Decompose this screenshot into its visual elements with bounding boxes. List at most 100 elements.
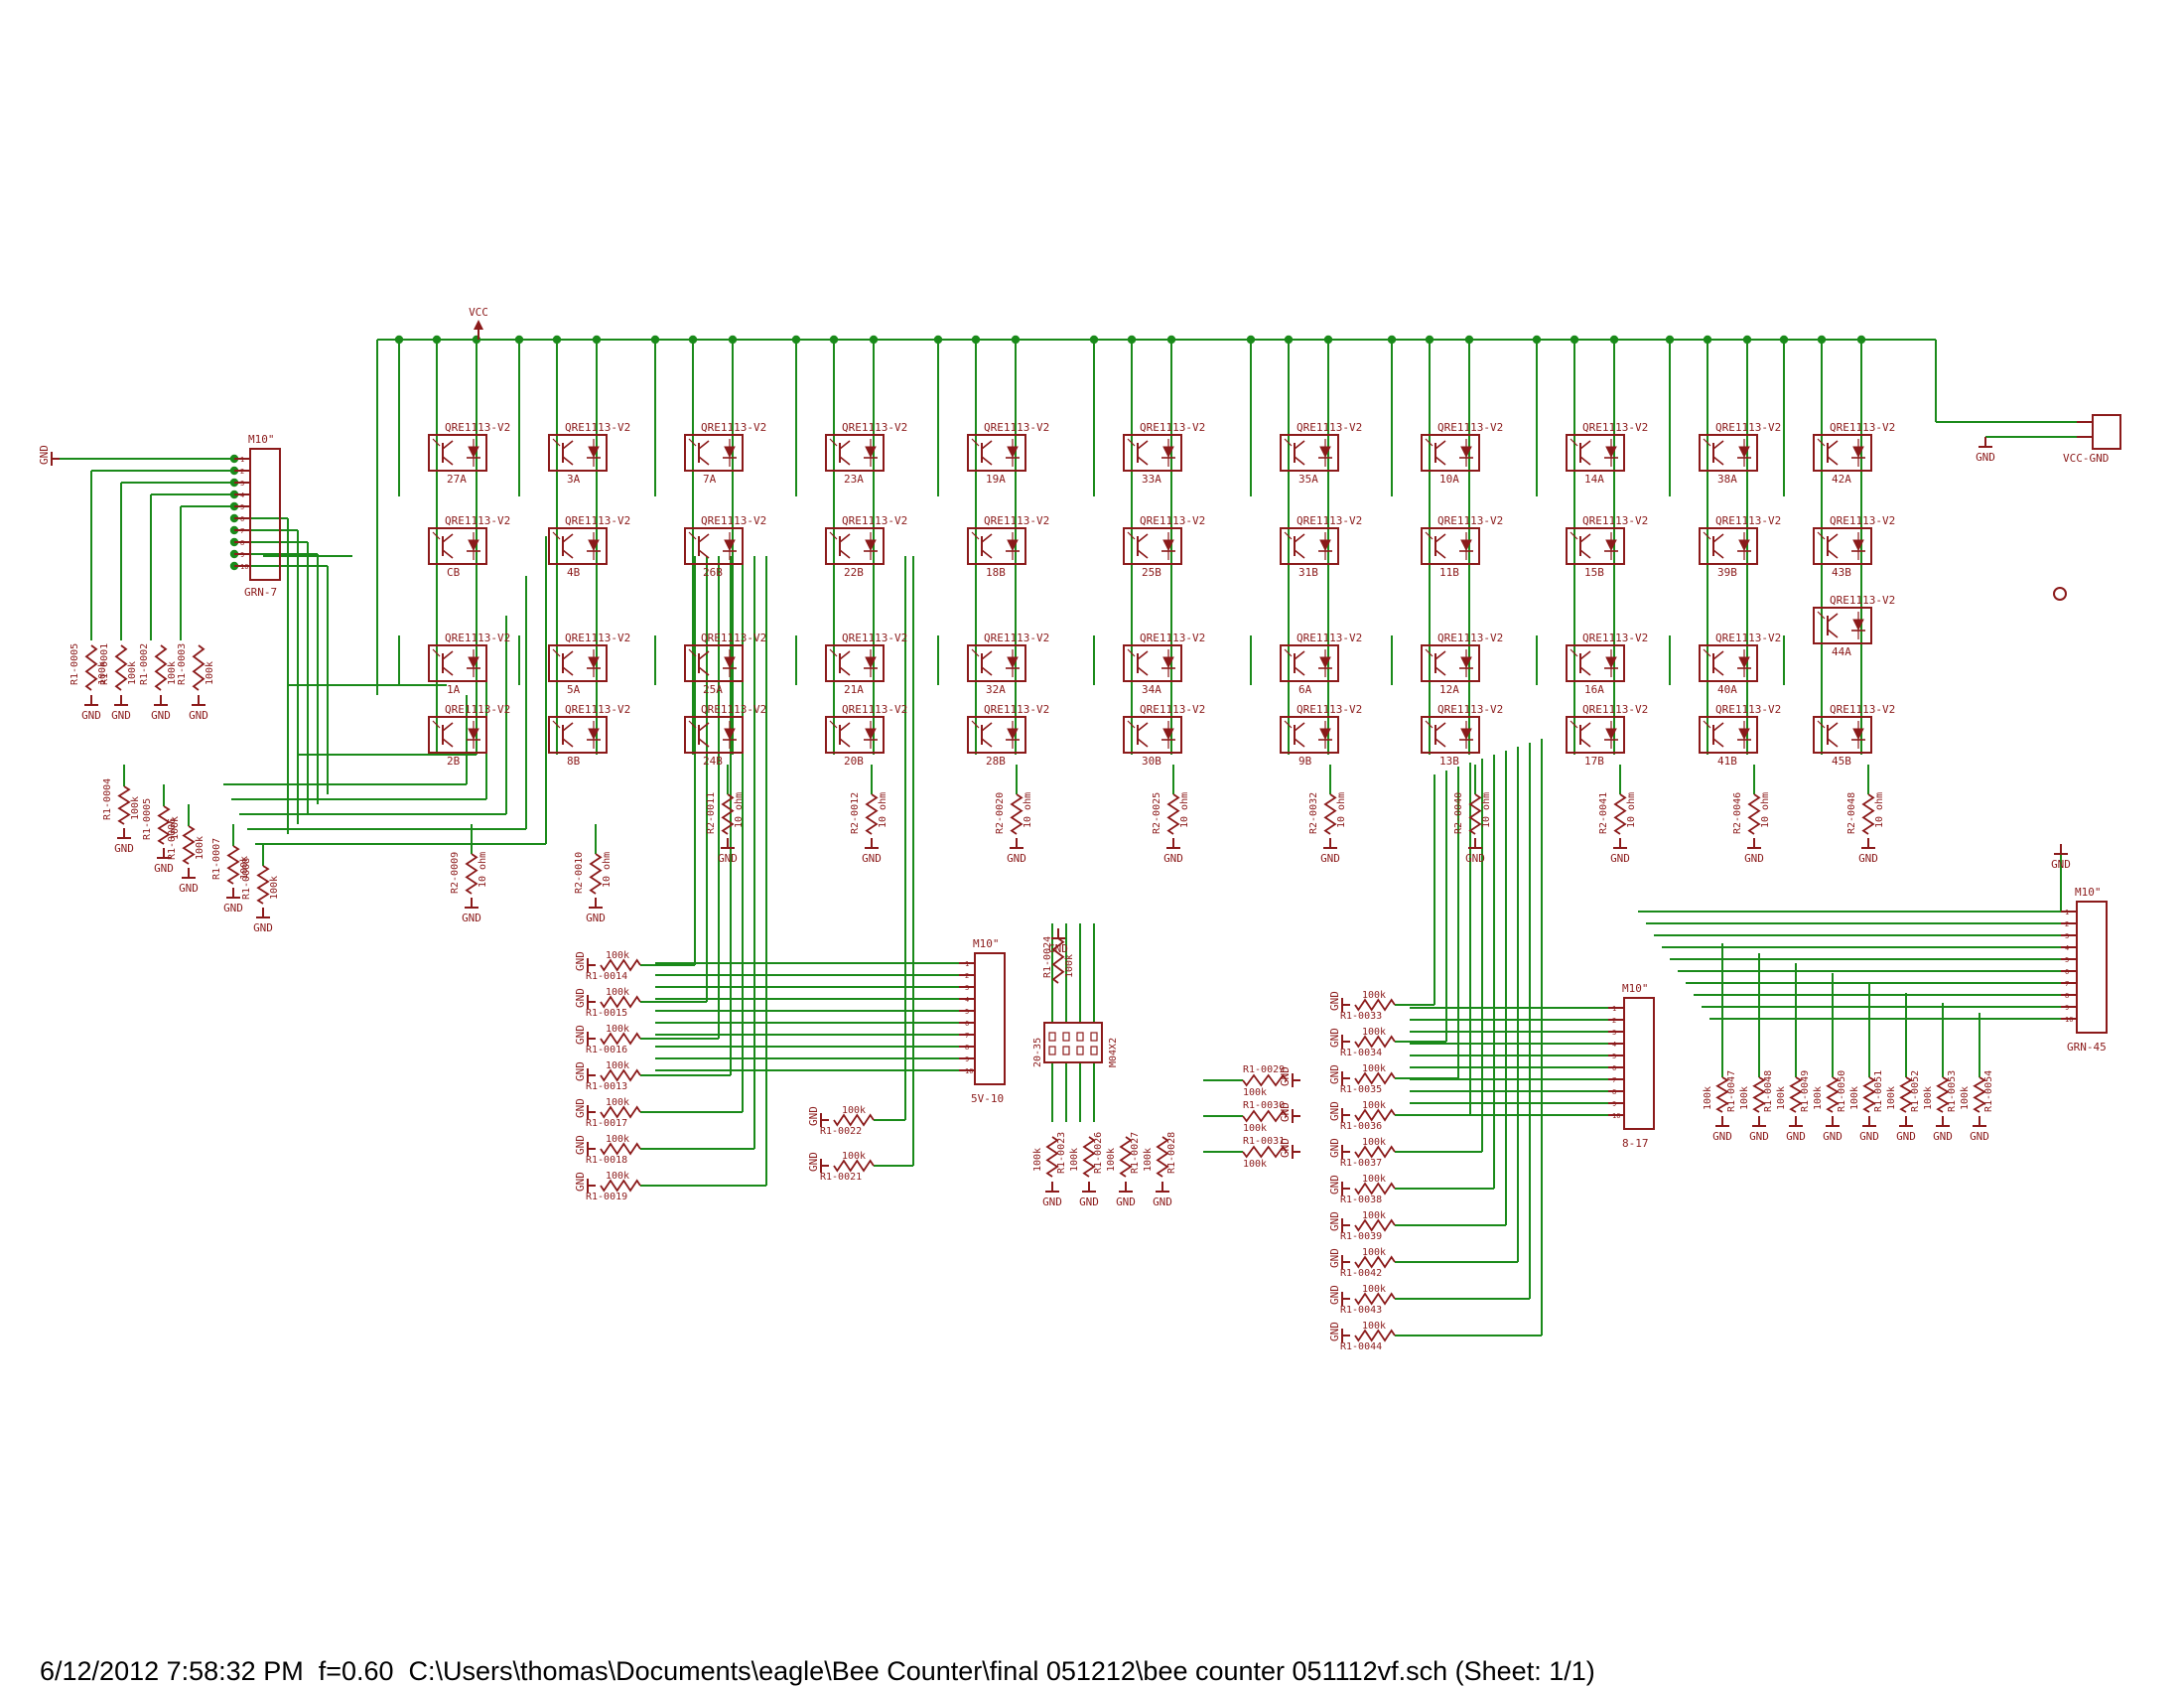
light-arrow xyxy=(1570,531,1578,540)
transistor-emitter xyxy=(1294,666,1305,676)
gnd-label: GND xyxy=(1976,451,1995,464)
resistor-value: 100k xyxy=(842,1105,866,1116)
sensor-qre1113 xyxy=(1123,644,1182,682)
resistor-name: R1-0050 xyxy=(1837,1070,1847,1112)
pin-number: 10 xyxy=(240,563,248,571)
sensor-outline xyxy=(1280,527,1339,565)
sensor-qre1113 xyxy=(548,434,608,472)
resistor-name: R1-0048 xyxy=(1763,1070,1774,1112)
labels-layer: VCCQRE1113-V227AQRE1113-V23AQRE1113-V27A… xyxy=(38,306,2109,1352)
sensor-part-label: QRE1113-V2 xyxy=(1140,703,1205,716)
gnd-label: GND xyxy=(1116,1196,1136,1208)
resistor-value: 100k xyxy=(1813,1086,1824,1110)
resistor-value: 100k xyxy=(1362,1027,1386,1038)
junction-dot xyxy=(971,335,981,345)
sensor-outline xyxy=(1813,527,1872,565)
resistor-value: 10 ohm xyxy=(878,792,888,828)
sensor-outline xyxy=(1566,716,1625,754)
resistor-value: 100k xyxy=(205,661,215,685)
pin-number: 5 xyxy=(965,1008,969,1016)
sensor-name-label: 25B xyxy=(1142,566,1161,579)
pin-pad xyxy=(1062,1046,1070,1055)
pin-pad xyxy=(1076,1032,1084,1042)
junction-dot xyxy=(1665,335,1675,345)
sensor-qre1113 xyxy=(825,527,885,565)
transistor-emitter xyxy=(1579,738,1591,748)
pin-number: 4 xyxy=(1612,1041,1616,1049)
sensor-part-label: QRE1113-V2 xyxy=(1582,421,1648,434)
gnd-label: GND xyxy=(1328,991,1341,1011)
pin-number: 5 xyxy=(240,503,244,511)
transistor-collector xyxy=(1712,650,1724,660)
transistor-emitter xyxy=(1137,549,1149,559)
resistor-body xyxy=(1119,1136,1133,1178)
resistor-name: R1-0043 xyxy=(1340,1305,1382,1316)
gnd-label: GND xyxy=(574,1098,587,1118)
vcc-label: VCC xyxy=(469,306,488,319)
sensor-outline xyxy=(1280,716,1339,754)
resistor-name: R1-0052 xyxy=(1910,1070,1921,1112)
light-arrow xyxy=(688,648,697,657)
pin-pad xyxy=(1062,1032,1070,1042)
resistor-value: 100k xyxy=(1776,1086,1787,1110)
resistor-value: 100k xyxy=(1143,1148,1154,1172)
resistor-name: R1-0006 xyxy=(167,818,178,860)
sensor-qre1113 xyxy=(428,527,487,565)
sensor-name-label: 8B xyxy=(567,755,581,768)
sensor-outline xyxy=(967,434,1026,472)
transistor-collector xyxy=(1294,440,1305,450)
resistor-value: 100k xyxy=(606,950,629,961)
gnd-label: GND xyxy=(1328,1285,1341,1305)
sensor-part-label: QRE1113-V2 xyxy=(984,514,1049,527)
light-arrow xyxy=(971,720,980,729)
gnd-label: GND xyxy=(574,951,587,971)
transistor-collector xyxy=(1579,533,1591,543)
resistor-name: R1-0015 xyxy=(586,1008,627,1019)
pin-number: 7 xyxy=(965,1032,969,1040)
resistor-body xyxy=(256,865,270,905)
sensor-outline xyxy=(1699,434,1758,472)
resistor-body xyxy=(1747,793,1761,835)
sensor-qre1113 xyxy=(1123,434,1182,472)
gnd-label: GND xyxy=(1933,1130,1953,1143)
transistor-emitter xyxy=(1827,738,1839,748)
transistor-emitter xyxy=(1294,549,1305,559)
resistor-body xyxy=(1354,1182,1396,1196)
light-arrow xyxy=(552,648,561,657)
sensor-part-label: QRE1113-V2 xyxy=(1830,421,1895,434)
sensor-part-label: QRE1113-V2 xyxy=(842,514,907,527)
sensor-qre1113 xyxy=(1813,527,1872,565)
light-arrow xyxy=(1425,720,1433,729)
light-arrow xyxy=(688,438,697,447)
plot-footer: 6/12/2012 7:58:32 PM f=0.60 C:\Users\tho… xyxy=(40,1656,1595,1686)
light-arrow xyxy=(971,531,980,540)
resistor-name: R1-0005 xyxy=(69,643,80,685)
light-arrow xyxy=(1703,648,1711,657)
sensor-qre1113 xyxy=(1699,434,1758,472)
resistor-name: R1-0014 xyxy=(586,971,627,982)
gnd-label: GND xyxy=(1896,1130,1916,1143)
transistor-collector xyxy=(698,722,710,732)
transistor-collector xyxy=(1137,722,1149,732)
resistor-body xyxy=(1082,1136,1096,1178)
gnd-label: GND xyxy=(862,852,882,865)
resistor-value: 100k xyxy=(97,661,108,685)
light-arrow xyxy=(1127,438,1136,447)
gnd-label: GND xyxy=(1279,1102,1292,1122)
resistor-value: 100k xyxy=(1243,1087,1267,1098)
sensor-outline xyxy=(428,716,487,754)
sensor-outline xyxy=(1813,434,1872,472)
resistor-name: R1-0029 xyxy=(1243,1064,1285,1075)
resistor-value: 100k xyxy=(606,1171,629,1182)
resistor-body xyxy=(1936,1076,1950,1113)
sensor-name-label: 23A xyxy=(844,473,864,486)
sensor-name-label: 24B xyxy=(703,755,723,768)
sensor-name-label: 27A xyxy=(447,473,467,486)
wire-layer xyxy=(60,335,2077,1336)
transistor-emitter xyxy=(1827,629,1839,638)
transistor-collector xyxy=(981,440,993,450)
connector-grn45-body xyxy=(2076,901,2108,1034)
transistor-emitter xyxy=(1579,456,1591,466)
pin-number: 8 xyxy=(2065,992,2069,1000)
sensor-outline xyxy=(967,527,1026,565)
